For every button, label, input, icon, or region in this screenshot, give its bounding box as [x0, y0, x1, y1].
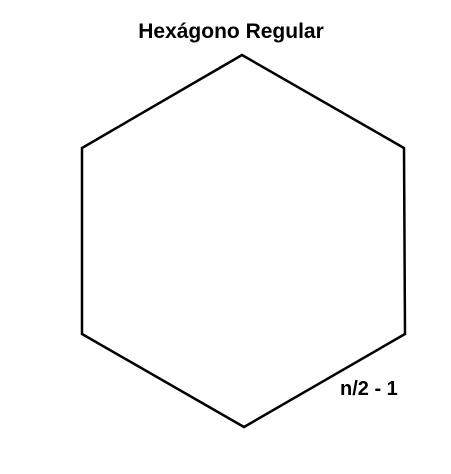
hexagon-shape [80, 53, 407, 429]
diagram-title: Hexágono Regular [138, 20, 324, 43]
formula-label: n/2 - 1 [340, 378, 398, 400]
